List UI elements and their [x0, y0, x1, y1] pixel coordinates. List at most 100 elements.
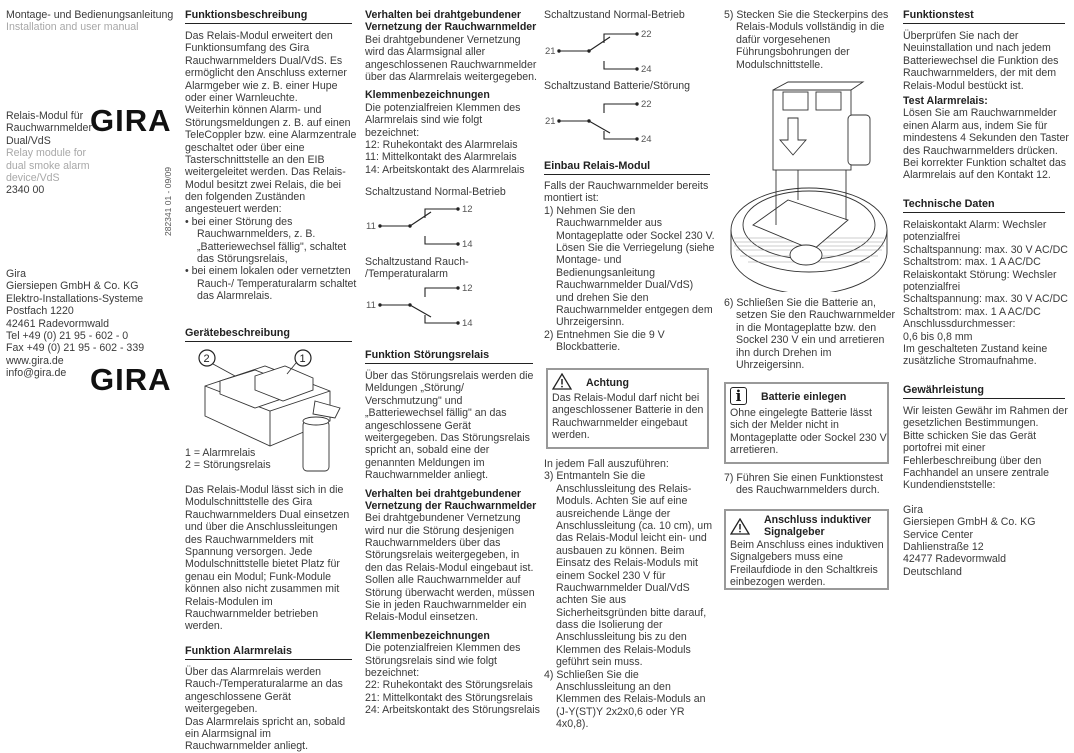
- technical-data-list: Relaiskontakt Alarm: Wechsler potenzialf…: [903, 219, 1068, 368]
- text-line: (J-Y(ST)Y 2x2x0,6 oder YR: [556, 705, 685, 718]
- text-line: Bei korrekter Funktion schaltet das: [903, 156, 1067, 169]
- text-line: Rauchwarnmelders über das: [365, 537, 501, 550]
- section-heading: Einbau Relais-Modul: [544, 160, 710, 175]
- text-line: Ohne eingelegte Batterie lässt: [730, 407, 872, 419]
- text-line: In jedem Fall auszuführen:: [544, 458, 669, 470]
- section-heading: Funktionstest: [903, 9, 1065, 24]
- info-title: Batterie einlegen: [761, 391, 847, 403]
- text-line: Schaltstrom: max. 1 A AC/DC: [903, 256, 1041, 269]
- contact-nc-wire: [424, 287, 458, 297]
- terminal-label-common: 21: [545, 46, 556, 57]
- text-line: Signalgebers muss eine: [730, 551, 844, 564]
- installation-steps-continued: In jedem Fall auszuführen: 3) Entmanteln…: [544, 458, 712, 731]
- contact-nc-wire: [603, 103, 637, 113]
- text-line: Montageplatte oder Sockel 230 V.: [556, 229, 715, 242]
- text-line: Anschlussleitung bis zu den: [556, 631, 687, 644]
- text-line: Sicherheitsgründen bitte darauf,: [556, 606, 707, 619]
- terminal-label-nc: 22: [641, 99, 652, 110]
- text-line: weitergegeben.: [185, 703, 258, 716]
- text-line: Tel +49 (0) 21 95 - 602 - 0: [6, 329, 129, 342]
- warning-triangle-icon: [730, 518, 750, 535]
- text-line: potenzialfrei: [903, 231, 961, 244]
- text-line: Schaltzustand Batterie/Störung: [544, 80, 691, 92]
- text-line: Rauchwarnmelders Dual einsetzen: [185, 508, 350, 521]
- terminal-dot: [635, 67, 639, 71]
- text-line: Montageplatte oder Sockel 230 V: [730, 431, 887, 444]
- text-line: spricht an, sobald eine der: [365, 444, 490, 457]
- info-icon: i: [730, 387, 747, 405]
- text-line: Rauchwarnmelder eingebaut: [552, 416, 688, 429]
- text-line: Anschlussdurchmesser:: [903, 318, 1016, 331]
- text-line: ein Alarmsignal im: [185, 727, 271, 740]
- text-line: Relais-Moduls vollständig in die: [736, 21, 885, 34]
- text-line: Über das Störungsrelais werden die: [365, 370, 534, 382]
- text-line: Vernetzung der Rauchwarnmelder: [365, 499, 537, 512]
- text-line: angeschlossene Gerät: [185, 690, 292, 703]
- section-device-description: Gerätebeschreibung: [185, 327, 352, 342]
- terminal-dot: [408, 224, 412, 228]
- text-line: Relais-Modulen im: [185, 595, 273, 608]
- text-line: Service Center: [903, 528, 974, 541]
- text-line: Montage- und: [556, 254, 622, 267]
- terminal-dot: [587, 49, 591, 53]
- caution-title: Achtung: [586, 377, 629, 389]
- text-line: Das Relais-Modul lässt sich in die: [185, 484, 344, 496]
- text-line: Bei drahtgebundener Vernetzung: [365, 33, 521, 46]
- text-line: 22: Ruhekontakt des Störungsrelais: [365, 679, 533, 692]
- text-line: und drehen Sie den: [556, 291, 649, 304]
- text-line: Relay module for: [6, 147, 87, 160]
- text-line: 11: Mittelkontakt des Alarmrelais: [365, 151, 517, 164]
- subheading: Klemmenbezeichnungen: [365, 89, 490, 102]
- text-line: Falls der Rauchwarnmelder bereits: [544, 180, 709, 192]
- section-alarm-relay: Funktion Alarmrelais Über das Alarmrelai…: [185, 645, 352, 753]
- text-line: Über das Alarmrelais werden: [185, 666, 322, 678]
- contact-no-wire: [603, 61, 637, 70]
- text-line: des Rauchwarnmelders durch.: [736, 484, 880, 497]
- text-line: Verschmutzung" und: [365, 394, 463, 407]
- callout-2: 2: [204, 353, 210, 365]
- text-line: /Temperaturalarm: [365, 268, 449, 281]
- text-line: Uhrzeigersinn.: [556, 316, 625, 329]
- terminal-dot: [557, 49, 561, 53]
- text-line: Modulschnittstelle.: [736, 58, 824, 71]
- text-line: Deutschland: [903, 565, 962, 578]
- text-line: 7) Führen Sie einen Funktionstest: [724, 472, 883, 484]
- text-line: können also nicht zusammen mit: [185, 583, 340, 596]
- text-line: Bitte schicken Sie das Gerät: [903, 429, 1037, 442]
- callout-circle-1: [294, 349, 312, 367]
- section-heading: Funktion Alarmrelais: [185, 645, 352, 660]
- text-line: oder einer Warnleuchte.: [185, 91, 298, 104]
- text-line: Bedienungsanleitung: [556, 266, 655, 279]
- text-line: • bei einer Störung des: [185, 215, 293, 228]
- text-line: Verhalten bei drahtgebundener: [365, 9, 521, 21]
- terminal-label-no: 14: [462, 239, 473, 250]
- subheading: Klemmenbezeichnungen: [365, 629, 490, 642]
- text-line: „Batteriewechsel fällig", schaltet: [197, 240, 347, 253]
- text-line: angesteuert werden:: [185, 203, 282, 216]
- text-line: zusätzliche Stromaufnahme.: [903, 355, 1037, 368]
- text-line: Schaltspannung: max. 30 V AC/DC: [903, 243, 1068, 256]
- step-6: 6) Schließen Sie die Batterie an,setzen …: [724, 297, 895, 371]
- text-line: Relaiskontakt Störung: Wechsler: [903, 268, 1057, 281]
- text-line: angeschlossenen Rauchwarnmelder: [365, 58, 537, 71]
- section-heading: Gerätebeschreibung: [185, 327, 352, 342]
- text-line: Spannung versorgen. Jede: [185, 545, 313, 558]
- text-line: das Störungsrelais,: [197, 253, 288, 266]
- text-line: potenzialfrei: [903, 280, 961, 293]
- section-installation: Einbau Relais-Modul Falls der Rauchwarnm…: [544, 160, 715, 354]
- terminal-label-common: 21: [545, 116, 556, 127]
- text-line: werden.: [552, 429, 590, 442]
- terminal-label-no: 14: [462, 318, 473, 329]
- document-code: 282341 01 - 09/09: [163, 166, 173, 236]
